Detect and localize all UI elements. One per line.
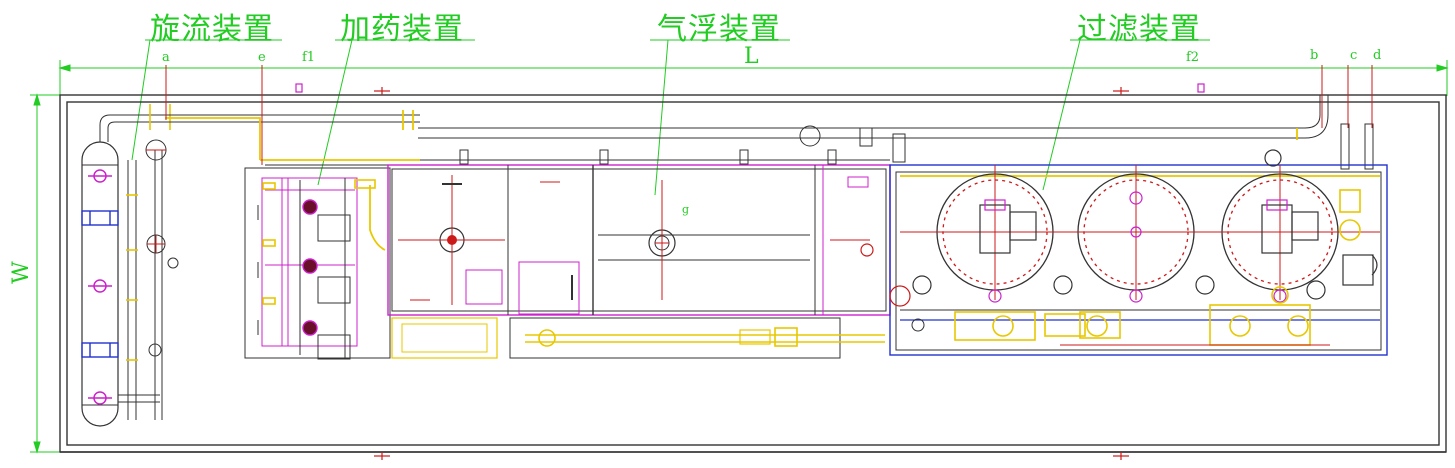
dosing-skid <box>244 167 391 360</box>
cyclone-unit <box>81 104 179 427</box>
point-label-e: e <box>258 50 266 65</box>
point-label-f2: f2 <box>1186 50 1200 65</box>
title-leaders <box>131 39 1210 196</box>
filtration-skid <box>889 149 1388 356</box>
point-label-c: c <box>1350 48 1358 63</box>
title-filtration-unit: 过滤装置 <box>1077 12 1201 47</box>
point-label-f1: f1 <box>302 50 316 65</box>
title-flotation-unit: 气浮装置 <box>657 12 781 47</box>
flotation-tank <box>387 125 906 359</box>
point-label-b: b <box>1310 48 1319 63</box>
dimension-L <box>58 60 1449 96</box>
dosing-pump-3 <box>302 320 318 336</box>
point-label-d: d <box>1373 48 1382 63</box>
point-label-g: g <box>682 203 690 216</box>
dimension-length-label: L <box>744 44 759 69</box>
point-lines <box>165 65 1373 165</box>
top-piping <box>158 95 1374 170</box>
dosing-pump-2 <box>302 258 318 274</box>
dosing-pump-1 <box>302 199 318 215</box>
title-dosing-unit: 加药装置 <box>340 12 464 47</box>
container-frame <box>59 94 1447 453</box>
cyclone-vessel <box>81 141 119 427</box>
dimension-W <box>30 93 66 454</box>
dosing-pipe-yellow <box>165 110 1298 251</box>
title-cyclone-unit: 旋流装置 <box>150 12 274 47</box>
dimension-width-label: W <box>8 261 34 284</box>
lifting-lugs <box>295 83 1205 460</box>
point-label-a: a <box>162 50 170 65</box>
